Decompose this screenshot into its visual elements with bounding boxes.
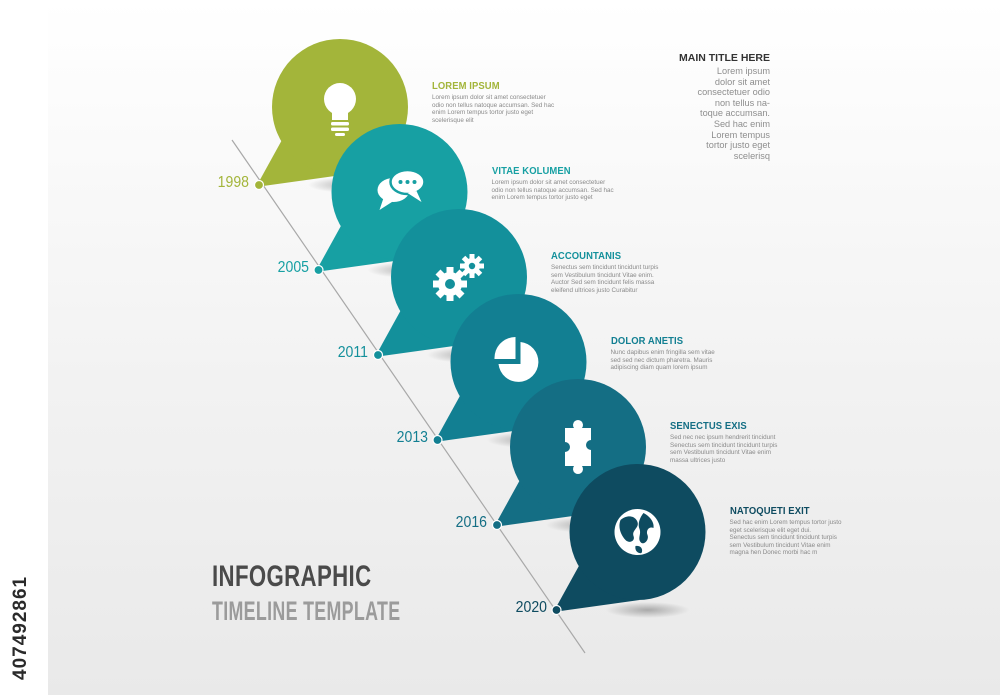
step-description-line: sem Vestibulum tincidunt Vitae enim — [670, 449, 772, 457]
step-description-line: scelerisque elit — [432, 116, 474, 124]
step-description-line: magna hen Donec morbi hac m — [729, 549, 818, 557]
step-description-line: odio non tellus natoque accumsan. Sed ha… — [491, 186, 614, 194]
year-label: 2013 — [396, 429, 428, 446]
year-label: 2011 — [337, 344, 368, 361]
globe-icon — [614, 509, 661, 555]
header-line: Sed hac enim — [713, 118, 770, 129]
step-description-line: Lorem ipsum dolor sit amet consectetuer — [491, 179, 606, 186]
pie-chart-icon — [494, 337, 539, 382]
chat-bubbles-icon — [377, 168, 426, 210]
stock-sidebar: 407492861 — [0, 0, 48, 695]
year-label: 1998 — [217, 174, 249, 191]
gears-icon — [433, 254, 484, 301]
timeline-axis — [231, 139, 586, 654]
year-label: 2005 — [277, 259, 309, 276]
step-description-line: Sed hac enim Lorem tempus tortor justo — [729, 519, 842, 526]
step-description-line: Nunc dapibus enim fringilla sem vitae — [610, 349, 715, 356]
step-description-line: Auctor Sed sem tincidunt felis massa — [551, 279, 655, 287]
year-label: 2020 — [515, 599, 547, 616]
step-description-line: odio non tellus natoque accumsan. Sed ha… — [432, 101, 555, 109]
header-line: toque accumsan. — [700, 108, 770, 119]
step-title: VITAE KOLUMEN — [491, 165, 571, 177]
step-description-line: adipiscing diam quam lorem ipsum — [610, 364, 708, 372]
step-description-line: enim Lorem tempus tortor justo eget — [432, 109, 534, 117]
infographic-title: INFOGRAPHIC — [212, 560, 372, 593]
bubble-shadow — [605, 602, 690, 618]
step-title: DOLOR ANETIS — [610, 335, 683, 347]
main-title: MAIN TITLE HERE — [679, 52, 770, 64]
step-description-line: enim Lorem tempus tortor justo eget — [491, 194, 593, 202]
step-title: NATOQUETI EXIT — [729, 505, 810, 517]
step-description-line: Senectus sem tincidunt tincidunt turpis — [729, 534, 837, 542]
lightbulb-icon — [324, 83, 356, 136]
header-line: dolor sit amet — [714, 76, 770, 87]
timeline-dot — [551, 604, 562, 616]
timeline-dot — [372, 349, 384, 361]
step-description-line: Senectus sem tincidunt tincidunt turpis — [551, 264, 659, 271]
step-description-line: Sed nec nec ipsum hendrerit tincidunt — [670, 434, 776, 441]
step-title: LOREM IPSUM — [432, 80, 500, 92]
timeline-dot — [253, 179, 265, 191]
step-description-line: sem Vestibulum tincidunt Vitae enim. — [551, 271, 654, 279]
step-description-line: eget scelerisque elit eget dui. — [729, 526, 812, 534]
header-line: Lorem ipsum — [716, 66, 770, 76]
step-description-line: Lorem ipsum dolor sit amet consectetuer — [432, 94, 546, 101]
header-description: Lorem ipsum dolor sit amet consectetuer … — [679, 66, 770, 161]
year-label: 2016 — [455, 514, 487, 531]
step-title: SENECTUS EXIS — [670, 420, 747, 432]
step-description-line: massa ultrices justo — [670, 456, 726, 464]
timeline-dot — [432, 434, 443, 446]
header-line: scelerisq — [733, 150, 770, 161]
timeline-bubble — [553, 464, 706, 612]
step-description-line: eleifend ultrices justo Curabitur — [551, 286, 638, 294]
header-line: non tellus na- — [714, 97, 770, 108]
timeline-dot — [491, 519, 503, 531]
infographic-subtitle: TIMELINE TEMPLATE — [212, 596, 401, 626]
header-line: consectetuer odio — [697, 87, 770, 98]
stock-id: 407492861 — [10, 575, 31, 680]
puzzle-piece-icon — [565, 420, 591, 474]
step-description-line: sed sed nec dictum pharetra. Mauris — [610, 356, 713, 364]
step-description-line: Senectus sem tincidunt tincidunt turpis — [670, 441, 778, 449]
header-line: Lorem tempus — [711, 129, 770, 140]
timeline-dot — [313, 264, 324, 276]
header-block: MAIN TITLE HERE Lorem ipsum dolor sit am… — [679, 52, 770, 161]
header-line: tortor justo eget — [706, 140, 770, 151]
step-title: ACCOUNTANIS — [551, 250, 622, 262]
step-description-line: sem Vestibulum tincidunt Vitae enim — [729, 541, 831, 549]
